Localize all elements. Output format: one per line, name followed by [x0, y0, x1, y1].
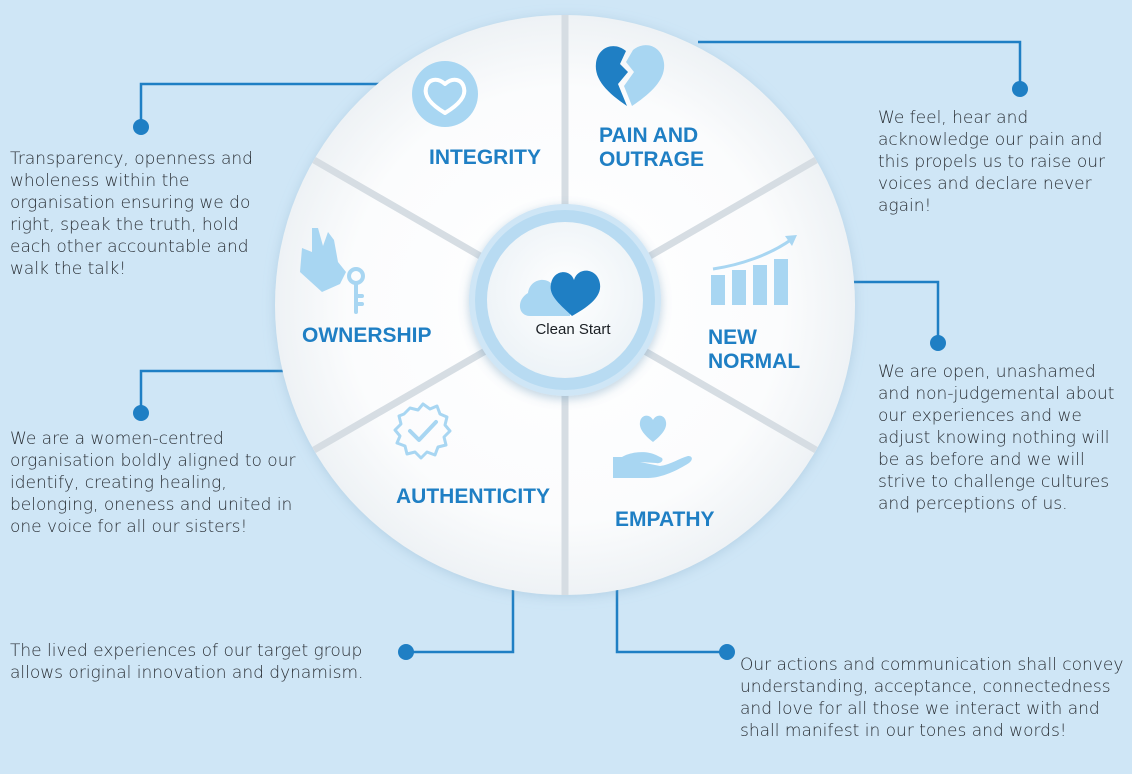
title-empathy: EMPATHY [615, 508, 715, 531]
title-authenticity: AUTHENTICITY [396, 485, 550, 508]
hand-heart-icon [613, 415, 692, 478]
center-label: Clean Start [535, 321, 611, 338]
connector-dot-integrity [133, 119, 149, 135]
description-integrity: Transparency, openness and wholeness wit… [10, 149, 253, 279]
heart-badge-icon [412, 61, 478, 127]
connector-dot-authenticity [398, 644, 414, 660]
hand-key-icon [300, 228, 365, 314]
title-new-normal: NEW NORMAL [708, 326, 800, 373]
description-pain-and-outrage: We feel, hear and acknowledge our pain a… [878, 108, 1105, 216]
description-authenticity: The lived experiences of our target grou… [10, 641, 364, 683]
title-integrity: INTEGRITY [429, 146, 541, 169]
description-ownership: We are a women-centred organisation bold… [10, 429, 296, 537]
connector-dot-empathy [719, 644, 735, 660]
connector-pain [698, 40, 1022, 88]
title-pain-and-outrage: PAIN AND OUTRAGE [599, 124, 704, 171]
connector-dot-pain [1012, 81, 1028, 97]
connector-newnormal [828, 280, 940, 342]
description-empathy: Our actions and communication shall conv… [740, 655, 1124, 741]
connector-dot-ownership [133, 405, 149, 421]
broken-heart-icon [595, 45, 665, 106]
description-new-normal: We are open, unashamed and non-judgement… [878, 362, 1115, 514]
clean-start-logo-icon [519, 270, 601, 316]
connector-dot-newnormal [930, 335, 946, 351]
growth-chart-icon [711, 235, 797, 305]
verified-badge-icon [393, 402, 452, 460]
connector-dots [133, 81, 1028, 660]
connector-ownership [139, 369, 327, 412]
title-ownership: OWNERSHIP [302, 324, 432, 347]
connector-integrity [139, 82, 412, 126]
